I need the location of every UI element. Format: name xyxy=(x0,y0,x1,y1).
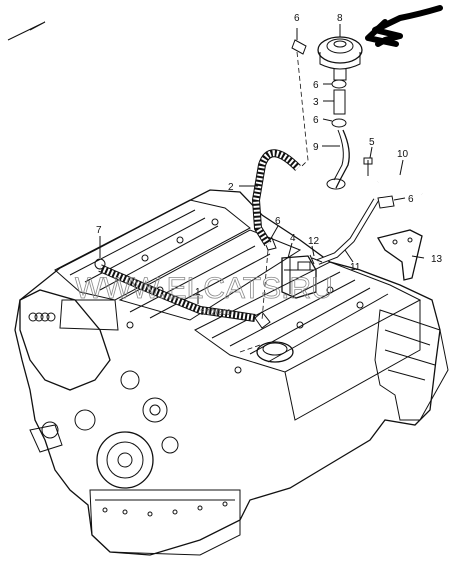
callout-6: 6 xyxy=(313,80,319,91)
callout-1: 1 xyxy=(195,287,201,298)
callout-5: 5 xyxy=(369,137,375,148)
callout-13: 13 xyxy=(431,254,443,265)
callout-9: 9 xyxy=(313,142,319,153)
hose-3 xyxy=(333,89,346,115)
leader-lines xyxy=(99,24,425,353)
bolt-5 xyxy=(363,157,373,176)
date-stamp: 3/12/201 xyxy=(200,308,232,317)
bracket-13 xyxy=(377,229,423,281)
callout-6: 6 xyxy=(408,194,414,205)
audi-logo xyxy=(28,312,56,322)
bolt-12 xyxy=(309,254,323,265)
callout-6: 6 xyxy=(313,115,319,126)
engine-block xyxy=(14,189,449,556)
callout-8: 8 xyxy=(337,13,343,24)
callout-10: 10 xyxy=(397,149,409,160)
watermark-text: WWW.ELCATS.RU xyxy=(75,272,333,305)
callouts: 6 8 6 3 6 9 5 10 6 2 6 4 12 11 13 7 1 xyxy=(96,13,443,298)
callout-6: 6 xyxy=(275,216,281,227)
callout-6: 6 xyxy=(294,13,300,24)
callout-2: 2 xyxy=(228,182,234,193)
callout-12: 12 xyxy=(308,236,320,247)
callout-11: 11 xyxy=(350,262,361,273)
breather-valve-8 xyxy=(317,36,363,81)
callout-7: 7 xyxy=(96,225,102,236)
oil-separator-4 xyxy=(281,255,317,299)
annotation-arrow xyxy=(365,5,443,47)
pipe-9 xyxy=(335,129,350,189)
callout-3: 3 xyxy=(313,97,319,108)
clip-7 xyxy=(94,258,106,270)
callout-4: 4 xyxy=(290,233,296,244)
stray-mark xyxy=(7,21,46,41)
